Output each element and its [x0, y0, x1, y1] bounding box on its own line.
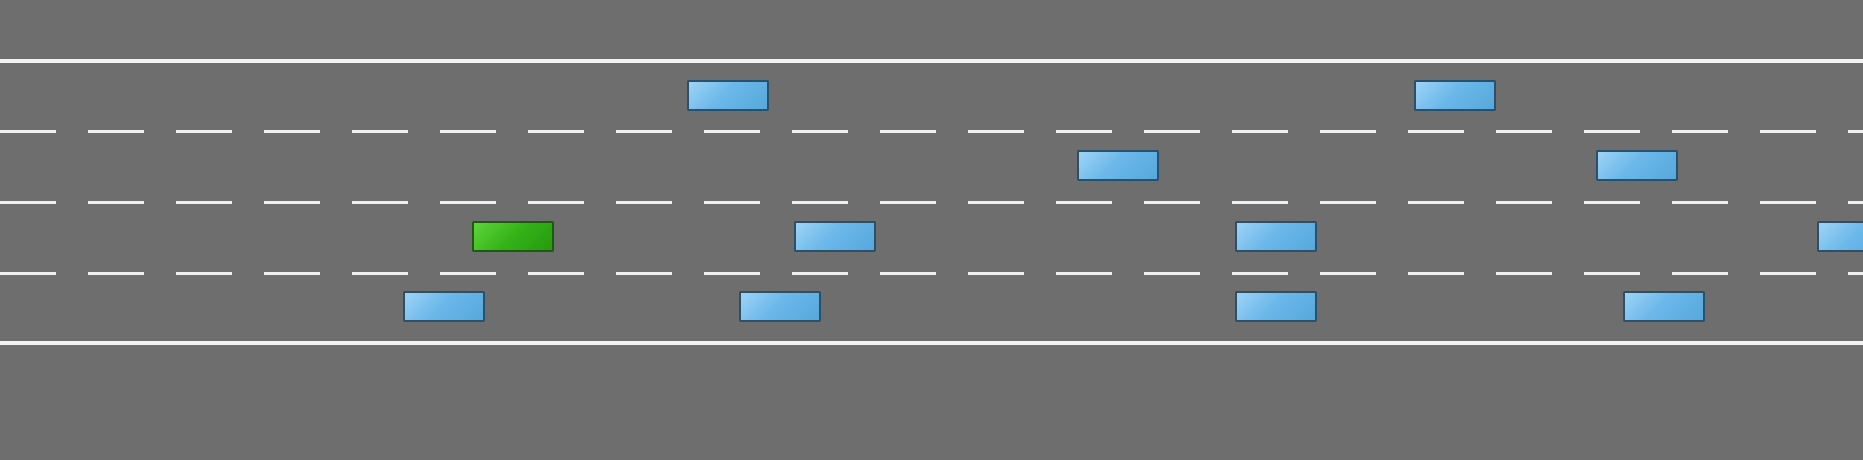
other-vehicle: [1077, 150, 1159, 181]
other-vehicle: [1817, 221, 1863, 252]
other-vehicle: [739, 291, 821, 322]
lane-divider-2: [0, 201, 1863, 204]
other-vehicle: [1623, 291, 1705, 322]
road-bottom-edge: [0, 341, 1863, 345]
other-vehicle: [1235, 221, 1317, 252]
other-vehicle: [403, 291, 485, 322]
road-top-edge: [0, 59, 1863, 63]
lane-divider-1: [0, 130, 1863, 133]
lane-divider-3: [0, 272, 1863, 275]
other-vehicle: [794, 221, 876, 252]
other-vehicle: [1414, 80, 1496, 111]
ego-vehicle: [472, 221, 554, 252]
other-vehicle: [1596, 150, 1678, 181]
other-vehicle: [1235, 291, 1317, 322]
other-vehicle: [687, 80, 769, 111]
